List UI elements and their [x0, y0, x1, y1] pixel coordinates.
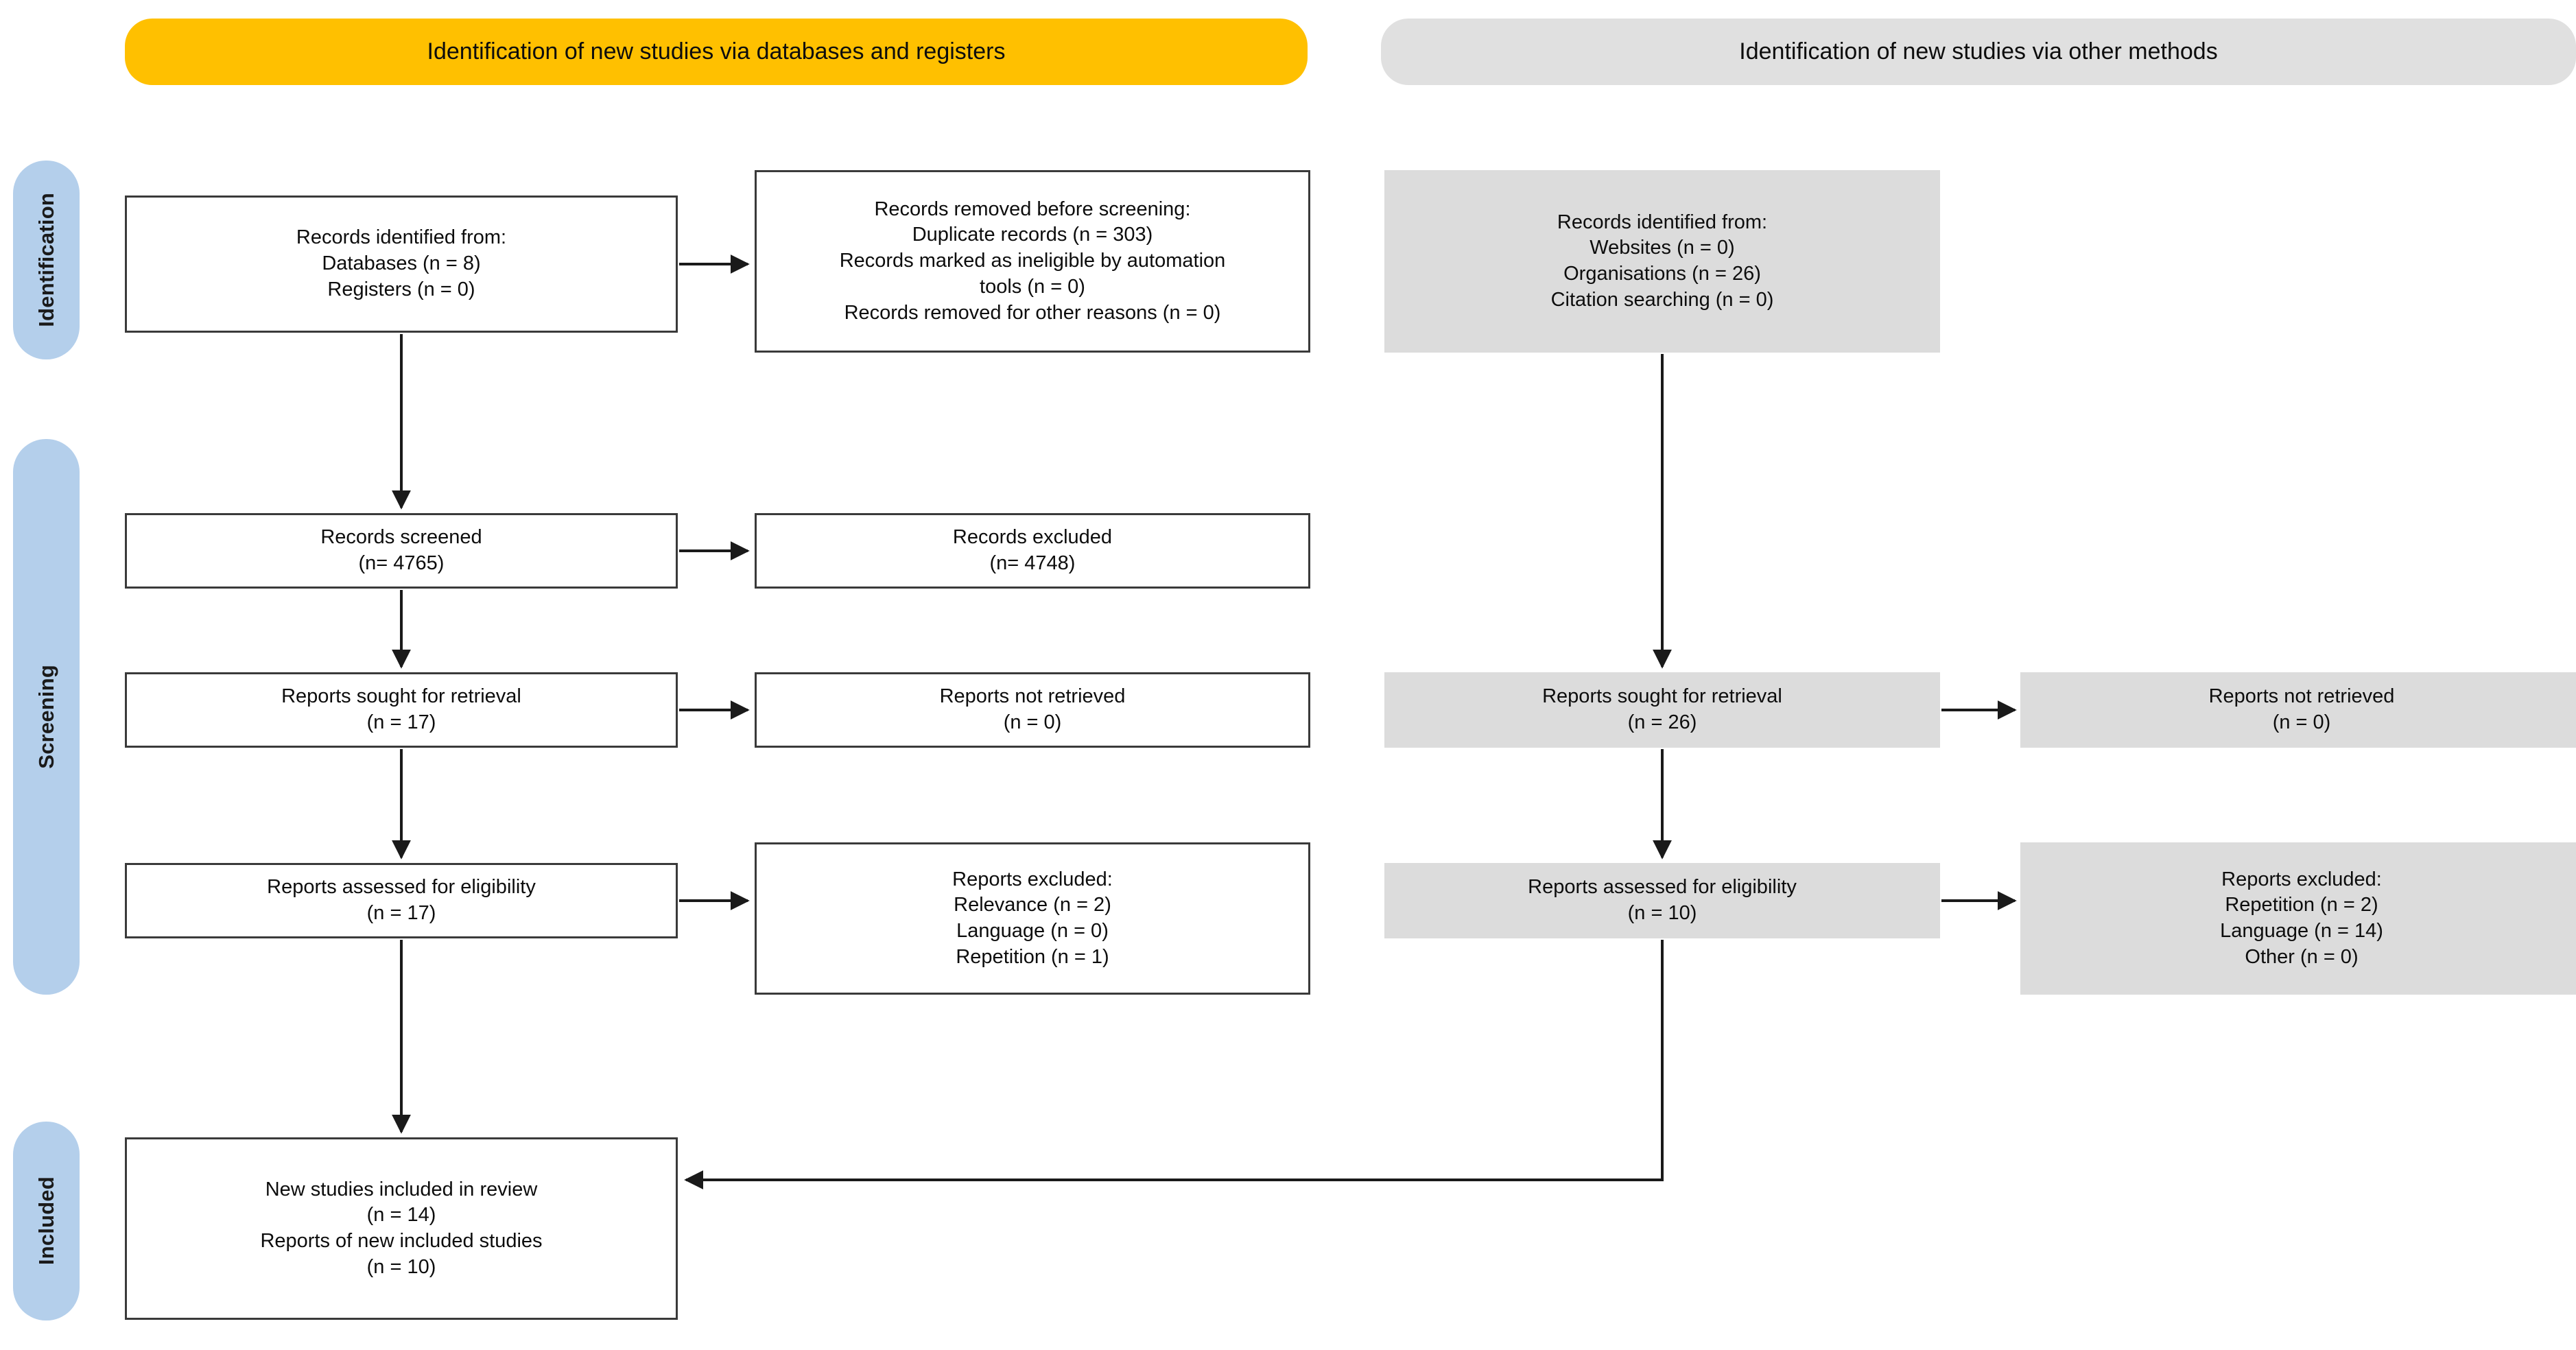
other-reports-not-retrieved-title: Reports not retrieved [2208, 685, 2395, 708]
reports-excluded-repetition: Repetition (n = 1) [956, 945, 1109, 968]
banner-other-methods: Identification of new studies via other … [1381, 19, 2576, 85]
box-reports-assessed-for-eligibility: Reports assessed for eligibility (n = 17… [125, 863, 678, 938]
reports-assessed-count: (n = 17) [366, 902, 436, 924]
other-reports-assessed-title: Reports assessed for eligibility [1528, 876, 1797, 899]
box-other-reports-assessed-for-eligibility: Reports assessed for eligibility (n = 10… [1384, 863, 1940, 938]
reports-not-retrieved-count: (n = 0) [1003, 711, 1062, 733]
box-other-reports-excluded: Reports excluded: Repetition (n = 2) Lan… [2020, 842, 2576, 995]
reports-excluded-relevance: Relevance (n = 2) [954, 894, 1111, 916]
other-reports-sought-count: (n = 26) [1627, 711, 1697, 733]
records-screened-title: Records screened [320, 526, 482, 549]
box-records-identified-other-methods: Records identified from: Websites (n = 0… [1384, 170, 1940, 353]
banner-databases-registers: Identification of new studies via databa… [125, 19, 1308, 85]
stage-label-screening-text: Screening [34, 665, 58, 769]
records-excluded-count: (n= 4748) [989, 552, 1076, 574]
box-records-screened: Records screened (n= 4765) [125, 513, 678, 589]
box-reports-sought-for-retrieval: Reports sought for retrieval (n = 17) [125, 672, 678, 748]
box-new-studies-included: New studies included in review (n = 14) … [125, 1137, 678, 1320]
reports-excluded-title: Reports excluded: [952, 868, 1113, 890]
other-reports-assessed-count: (n = 10) [1627, 902, 1697, 924]
other-records-identified-title: Records identified from: [1557, 211, 1768, 233]
reports-assessed-title: Reports assessed for eligibility [267, 876, 536, 899]
records-identified-databases-count: Databases (n = 8) [322, 252, 481, 275]
stage-label-identification-text: Identification [34, 193, 58, 327]
reports-excluded-language: Language (n = 0) [956, 920, 1109, 942]
box-records-identified-databases: Records identified from: Databases (n = … [125, 196, 678, 333]
box-records-removed-before-screening: Records removed before screening: Duplic… [755, 170, 1310, 353]
other-reports-excluded-title: Reports excluded: [2221, 868, 2382, 890]
stage-label-included: Included [13, 1122, 80, 1321]
box-records-excluded: Records excluded (n= 4748) [755, 513, 1310, 589]
other-reports-excluded-language: Language (n = 14) [2220, 920, 2383, 942]
box-other-reports-not-retrieved: Reports not retrieved (n = 0) [2020, 672, 2576, 748]
other-reports-excluded-repetition: Repetition (n = 2) [2225, 894, 2378, 916]
stage-label-identification: Identification [13, 161, 80, 359]
records-removed-automation-line2: tools (n = 0) [980, 275, 1085, 298]
records-screened-count: (n= 4765) [358, 552, 445, 574]
other-reports-sought-title: Reports sought for retrieval [1542, 685, 1782, 708]
records-removed-title: Records removed before screening: [874, 198, 1191, 220]
records-removed-other-reasons: Records removed for other reasons (n = 0… [844, 301, 1221, 324]
records-removed-automation-line1: Records marked as ineligible by automati… [839, 250, 1226, 272]
other-reports-excluded-other: Other (n = 0) [2245, 945, 2359, 968]
included-studies-title: New studies included in review [265, 1178, 538, 1200]
other-records-identified-citation-searching: Citation searching (n = 0) [1550, 288, 1774, 311]
other-records-identified-websites: Websites (n = 0) [1590, 237, 1735, 259]
reports-sought-count: (n = 17) [366, 711, 436, 733]
included-reports-title: Reports of new included studies [260, 1230, 543, 1252]
other-reports-not-retrieved-count: (n = 0) [2272, 711, 2331, 733]
reports-sought-title: Reports sought for retrieval [281, 685, 521, 708]
stage-label-screening: Screening [13, 439, 80, 995]
included-reports-count: (n = 10) [366, 1255, 436, 1278]
records-removed-duplicates: Duplicate records (n = 303) [912, 224, 1153, 246]
reports-not-retrieved-title: Reports not retrieved [939, 685, 1126, 708]
box-reports-excluded-databases: Reports excluded: Relevance (n = 2) Lang… [755, 842, 1310, 995]
included-studies-count: (n = 14) [366, 1204, 436, 1227]
box-reports-not-retrieved: Reports not retrieved (n = 0) [755, 672, 1310, 748]
stage-label-included-text: Included [34, 1176, 58, 1266]
records-identified-title: Records identified from: [296, 226, 507, 249]
records-identified-registers-count: Registers (n = 0) [327, 278, 475, 300]
other-records-identified-organisations: Organisations (n = 26) [1563, 263, 1761, 285]
box-other-reports-sought-for-retrieval: Reports sought for retrieval (n = 26) [1384, 672, 1940, 748]
records-excluded-title: Records excluded [952, 526, 1113, 549]
